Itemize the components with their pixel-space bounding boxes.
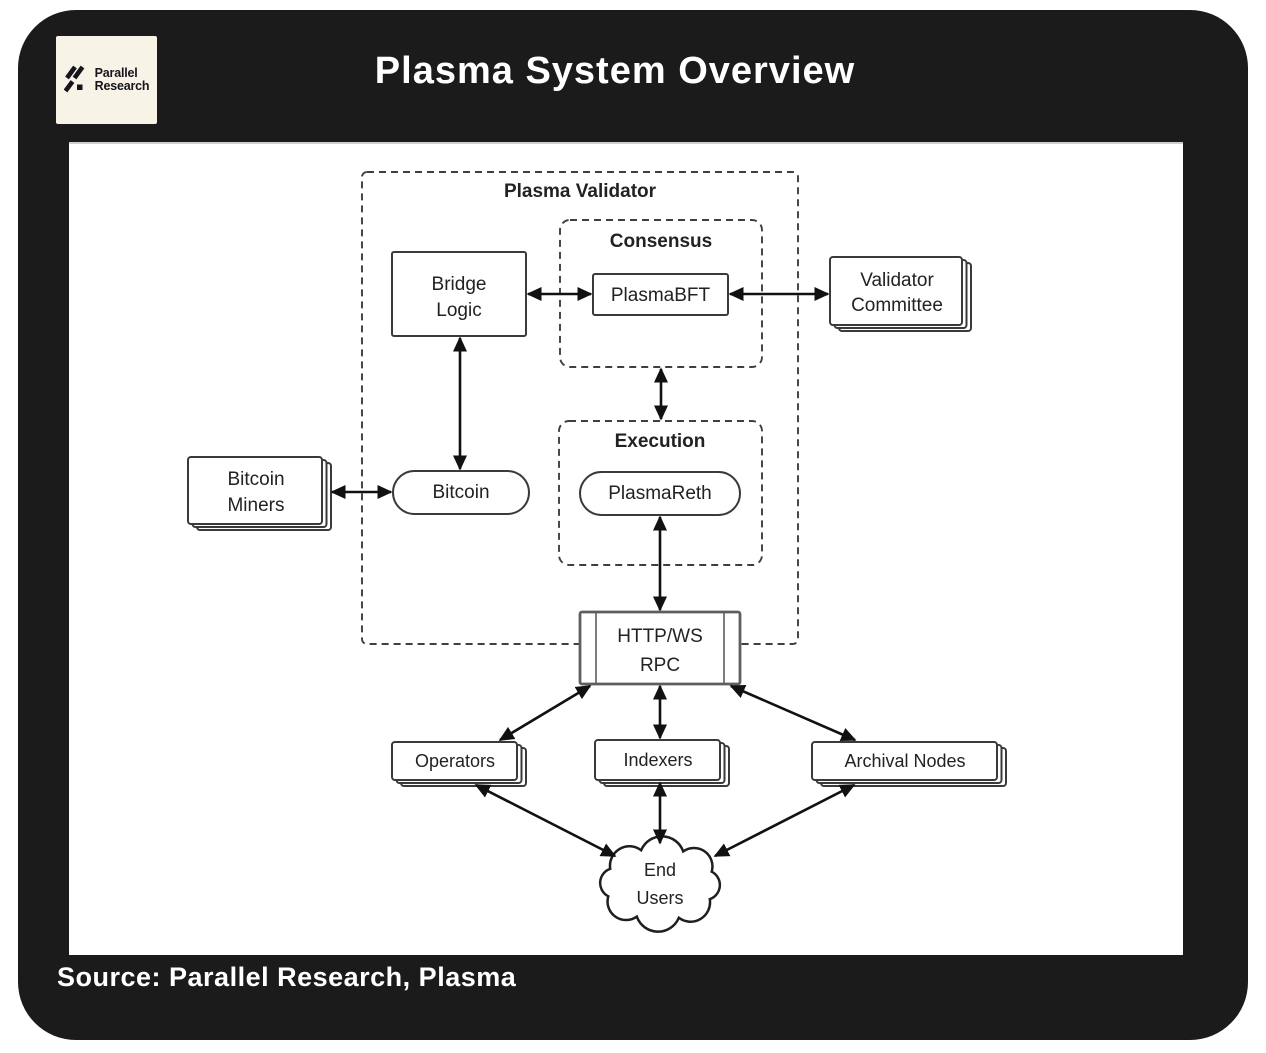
plasmabft-label: PlasmaBFT (611, 285, 711, 306)
bitcoin-miners-label-line2: Miners (227, 495, 284, 516)
arrow-rpc-archival (729, 684, 857, 742)
consensus-label: Consensus (610, 231, 712, 252)
plasmareth-label: PlasmaReth (608, 483, 712, 504)
operators-node: Operators (391, 741, 527, 787)
parallel-research-logo: Parallel Research (56, 36, 157, 124)
logo-line1: Parallel (94, 65, 138, 80)
plasma-validator-label: Plasma Validator (504, 181, 657, 202)
validator-committee-node: Validator Committee (829, 256, 972, 332)
indexers-label: Indexers (623, 750, 692, 770)
arrow-rpc-operators (498, 684, 592, 742)
logo-line2: Research (94, 79, 150, 93)
rpc-label-line1: HTTP/WS (617, 626, 703, 647)
plasma-validator-container (361, 171, 799, 645)
end-users-label-line2: Users (636, 888, 683, 908)
bitcoin-label: Bitcoin (432, 482, 489, 503)
bridge-logic-label-line2: Logic (436, 300, 481, 321)
archival-nodes-label: Archival Nodes (844, 751, 965, 771)
http-ws-rpc-node: HTTP/WS RPC (578, 610, 742, 686)
end-users-node: End Users (598, 835, 722, 933)
bridge-logic-label-line1: Bridge (432, 274, 487, 295)
indexers-node: Indexers (594, 739, 730, 787)
parallel-research-logo-icon (63, 65, 85, 93)
bitcoin-node: Bitcoin (392, 470, 530, 515)
plasmareth-node: PlasmaReth (579, 471, 741, 516)
execution-label: Execution (615, 431, 706, 452)
end-users-cloud (598, 835, 722, 933)
bridge-logic-node: Bridge Logic (391, 251, 527, 337)
validator-committee-label-line2: Committee (851, 295, 943, 316)
bitcoin-miners-label-line1: Bitcoin (227, 469, 284, 490)
rpc-label-line2: RPC (640, 655, 680, 676)
page-title: Plasma System Overview (374, 50, 856, 92)
plasmabft-node: PlasmaBFT (592, 273, 729, 316)
operators-label: Operators (415, 751, 495, 771)
arrow-archival-endusers (713, 783, 856, 858)
logo-text: Parallel Research (94, 65, 150, 94)
diagram-panel: Plasma Validator Consensus Execution Bri… (69, 142, 1183, 955)
source-caption: Source: Parallel Research, Plasma (57, 962, 517, 992)
archival-nodes-node: Archival Nodes (811, 741, 1007, 787)
bitcoin-miners-node: Bitcoin Miners (187, 456, 332, 531)
system-diagram: Plasma Validator Consensus Execution Bri… (187, 171, 1007, 933)
validator-committee-label-line1: Validator (860, 270, 934, 291)
end-users-label-line1: End (644, 860, 676, 880)
arrow-operators-endusers (474, 783, 617, 858)
